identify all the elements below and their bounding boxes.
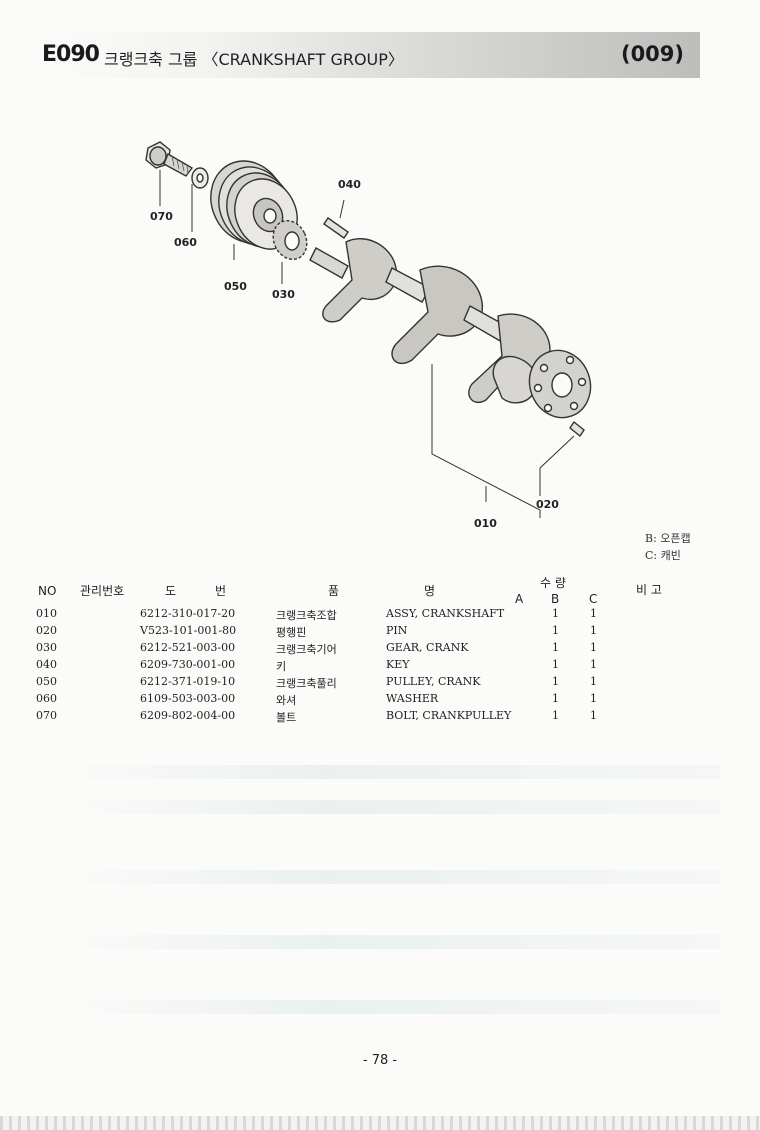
cell-qty-c: 1 [590,675,597,688]
callout-040: 040 [338,178,361,191]
scan-band [60,1000,720,1014]
cell-qty-c: 1 [590,641,597,654]
scan-band [60,765,720,779]
cell-no: 070 [36,709,57,722]
cell-qty-c: 1 [590,692,597,705]
crankshaft-part [309,238,551,404]
header-no: NO [38,584,57,598]
group-code: E090 [42,42,100,67]
key-part [323,217,349,239]
header-drawing-number-2: 번 [215,584,227,598]
header-qty-b: B [551,592,560,606]
legend-b: B: 오픈캡 [645,532,691,545]
crankshaft-diagram: 040 070 060 050 030 020 010 [130,120,610,540]
cell-no: 040 [36,658,57,671]
cell-qty-c: 1 [590,607,597,620]
table-row: 050 6212-371-019-10 크랭크축풀리 PULLEY, CRANK… [36,675,656,692]
callout-030: 030 [272,288,295,301]
callout-020: 020 [536,498,559,511]
cell-drawing-number: V523-101-001-80 [140,624,237,637]
callout-010: 010 [474,517,497,530]
gear-part [272,219,308,261]
scan-band [60,800,720,814]
table-row: 020 V523-101-001-80 평행핀 PIN 1 1 [36,624,656,641]
page-reference: (009) [620,42,684,66]
cell-drawing-number: 6212-521-003-00 [140,641,236,654]
cell-no: 050 [36,675,57,688]
table-row: 030 6212-521-003-00 크랭크축기어 GEAR, CRANK 1… [36,641,656,658]
cell-name-korean: 크랭크축풀리 [276,677,337,690]
cell-drawing-number: 6212-371-019-10 [140,675,236,688]
header-management-number: 관리번호 [80,584,125,598]
table-row: 070 6209-802-004-00 볼트 BOLT, CRANKPULLEY… [36,709,656,726]
cell-no: 060 [36,692,57,705]
table-row: 010 6212-310-017-20 크랭크축조합 ASSY, CRANKSH… [36,607,656,624]
crankshaft-illustration [145,141,592,518]
page-number: - 78 - [362,1053,398,1068]
cell-name-korean: 키 [276,660,287,673]
cell-name-english: PIN [386,624,408,637]
cell-name-english: WASHER [386,692,439,705]
bolt-part [145,141,194,177]
header-quantity: 수 량 [540,576,566,590]
header-remarks: 비 고 [636,583,662,597]
header-part-name-2: 명 [424,584,436,598]
flange-part [528,349,592,419]
cell-name-english: PULLEY, CRANK [386,675,481,688]
parts-table: 010 6212-310-017-20 크랭크축조합 ASSY, CRANKSH… [36,607,656,726]
cell-no: 020 [36,624,57,637]
cell-name-korean: 크랭크축조합 [276,609,337,622]
cell-qty-b: 1 [552,641,559,654]
header-qty-a: A [515,592,524,606]
cell-qty-b: 1 [552,692,559,705]
scan-band [60,935,720,949]
header-drawing-number-1: 도 [165,584,177,598]
cell-name-korean: 평행핀 [276,626,307,639]
cell-drawing-number: 6209-802-004-00 [140,709,236,722]
cell-qty-c: 1 [590,624,597,637]
cell-qty-b: 1 [552,709,559,722]
cell-drawing-number: 6209-730-001-00 [140,658,236,671]
scan-edge [0,1116,760,1130]
cell-qty-b: 1 [552,675,559,688]
cell-qty-c: 1 [590,709,597,722]
table-row: 060 6109-503-003-00 와셔 WASHER 1 1 [36,692,656,709]
legend-c: C: 캐빈 [645,549,681,562]
cell-no: 010 [36,607,57,620]
cell-qty-b: 1 [552,607,559,620]
cell-drawing-number: 6212-310-017-20 [140,607,236,620]
cell-name-english: KEY [386,658,410,671]
cell-name-korean: 볼트 [276,711,297,724]
washer-part [191,167,209,189]
cell-name-korean: 와셔 [276,694,297,707]
header-qty-c: C [589,592,598,606]
cell-no: 030 [36,641,57,654]
cell-name-english: GEAR, CRANK [386,641,469,654]
callout-060: 060 [174,236,197,249]
page-header: E090 크랭크축 그룹 〈CRANKSHAFT GROUP〉 (009) [36,32,700,78]
header-part-name-1: 품 [328,584,340,598]
cell-name-english: BOLT, CRANKPULLEY [386,709,512,722]
cell-name-english: ASSY, CRANKSHAFT [386,607,505,620]
pin-part [569,420,585,438]
scan-band [60,870,720,884]
cell-qty-b: 1 [552,624,559,637]
cell-drawing-number: 6109-503-003-00 [140,692,236,705]
table-row: 040 6209-730-001-00 키 KEY 1 1 [36,658,656,675]
callout-050: 050 [224,280,247,293]
cell-qty-c: 1 [590,658,597,671]
callout-070: 070 [150,210,173,223]
cell-qty-b: 1 [552,658,559,671]
cell-name-korean: 크랭크축기어 [276,643,337,656]
group-title: 크랭크축 그룹 〈CRANKSHAFT GROUP〉 [104,50,404,69]
